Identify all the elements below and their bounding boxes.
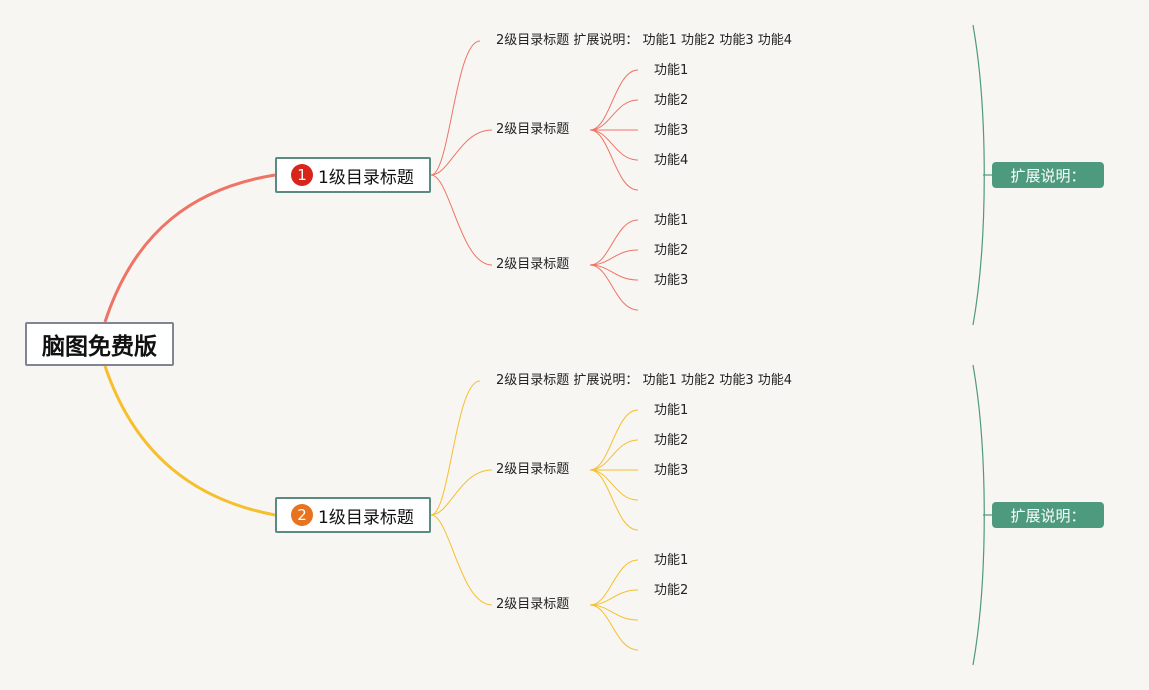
leaf-node[interactable]: 功能1 [654, 63, 689, 78]
level2-node[interactable]: 2级目录标题 [496, 462, 570, 477]
connector-b2-sub3 [430, 514, 493, 606]
connector-b2-sub3-leaf1 [589, 559, 639, 606]
leaf-node[interactable]: 功能1 [654, 553, 689, 568]
connector-b1-sub1 [430, 40, 481, 176]
level2-node[interactable]: 2级目录标题 扩展说明： 功能1 功能2 功能3 功能4 [496, 373, 792, 389]
connector-b1-sub3-leaf2 [589, 249, 639, 266]
connector-root-branch2 [103, 365, 276, 517]
leaf-node[interactable]: 功能2 [654, 93, 689, 108]
connector-b2-sub2-leaf5 [589, 469, 639, 531]
connector-b2-sub2-leaf2 [589, 439, 639, 471]
connector-b1-sub2-leaf5 [589, 129, 639, 191]
connector-b1-sub2 [430, 129, 493, 176]
connector-b1-sub3-leaf1 [589, 219, 639, 266]
number-badge-2: 2 [291, 504, 313, 526]
summary-bracket-1 [972, 24, 985, 326]
inline-note: 扩展说明： 功能1 功能2 功能3 功能4 [573, 33, 793, 48]
level2-node[interactable]: 2级目录标题 [496, 257, 570, 272]
summary-note-1[interactable]: 扩展说明： [992, 162, 1104, 188]
connector-b1-sub3-leaf4 [589, 264, 639, 311]
inline-note: 扩展说明： 功能1 功能2 功能3 功能4 [573, 373, 793, 388]
leaf-node[interactable]: 功能2 [654, 583, 689, 598]
root-node[interactable]: 脑图免费版 [25, 322, 174, 366]
root-label: 脑图免费版 [42, 334, 157, 360]
connector-b1-sub2-leaf2 [589, 99, 639, 131]
level2-label: 2级目录标题 [496, 373, 570, 388]
connector-b2-sub3-leaf2 [589, 589, 639, 606]
leaf-node[interactable]: 功能3 [654, 123, 689, 138]
level1-node-1[interactable]: 1 1级目录标题 [275, 157, 431, 193]
leaf-node[interactable]: 功能2 [654, 243, 689, 258]
leaf-node[interactable]: 功能1 [654, 403, 689, 418]
connector-b1-sub2-leaf1 [589, 69, 639, 131]
summary-bracket-2 [972, 364, 985, 666]
connector-b2-sub3-leaf4 [589, 604, 639, 651]
level1-node-2[interactable]: 2 1级目录标题 [275, 497, 431, 533]
leaf-node[interactable]: 功能3 [654, 463, 689, 478]
connector-b1-sub2-leaf4 [589, 129, 639, 161]
connector-b2-sub2 [430, 469, 493, 516]
leaf-node[interactable]: 功能3 [654, 273, 689, 288]
level2-node[interactable]: 2级目录标题 [496, 597, 570, 612]
summary-note-2[interactable]: 扩展说明： [992, 502, 1104, 528]
level2-node[interactable]: 2级目录标题 扩展说明： 功能1 功能2 功能3 功能4 [496, 33, 792, 49]
connector-b2-sub1 [430, 380, 481, 516]
level2-label: 2级目录标题 [496, 33, 570, 48]
number-badge-1: 1 [291, 164, 313, 186]
leaf-node[interactable]: 功能4 [654, 153, 689, 168]
connector-root-branch1 [103, 173, 276, 323]
level1-label: 1级目录标题 [318, 507, 414, 528]
level2-node[interactable]: 2级目录标题 [496, 122, 570, 137]
leaf-node[interactable]: 功能1 [654, 213, 689, 228]
leaf-node[interactable]: 功能2 [654, 433, 689, 448]
connector-b2-sub2-leaf1 [589, 409, 639, 471]
level1-label: 1级目录标题 [318, 167, 414, 188]
connector-b1-sub3 [430, 174, 493, 266]
connector-b2-sub2-leaf4 [589, 469, 639, 501]
